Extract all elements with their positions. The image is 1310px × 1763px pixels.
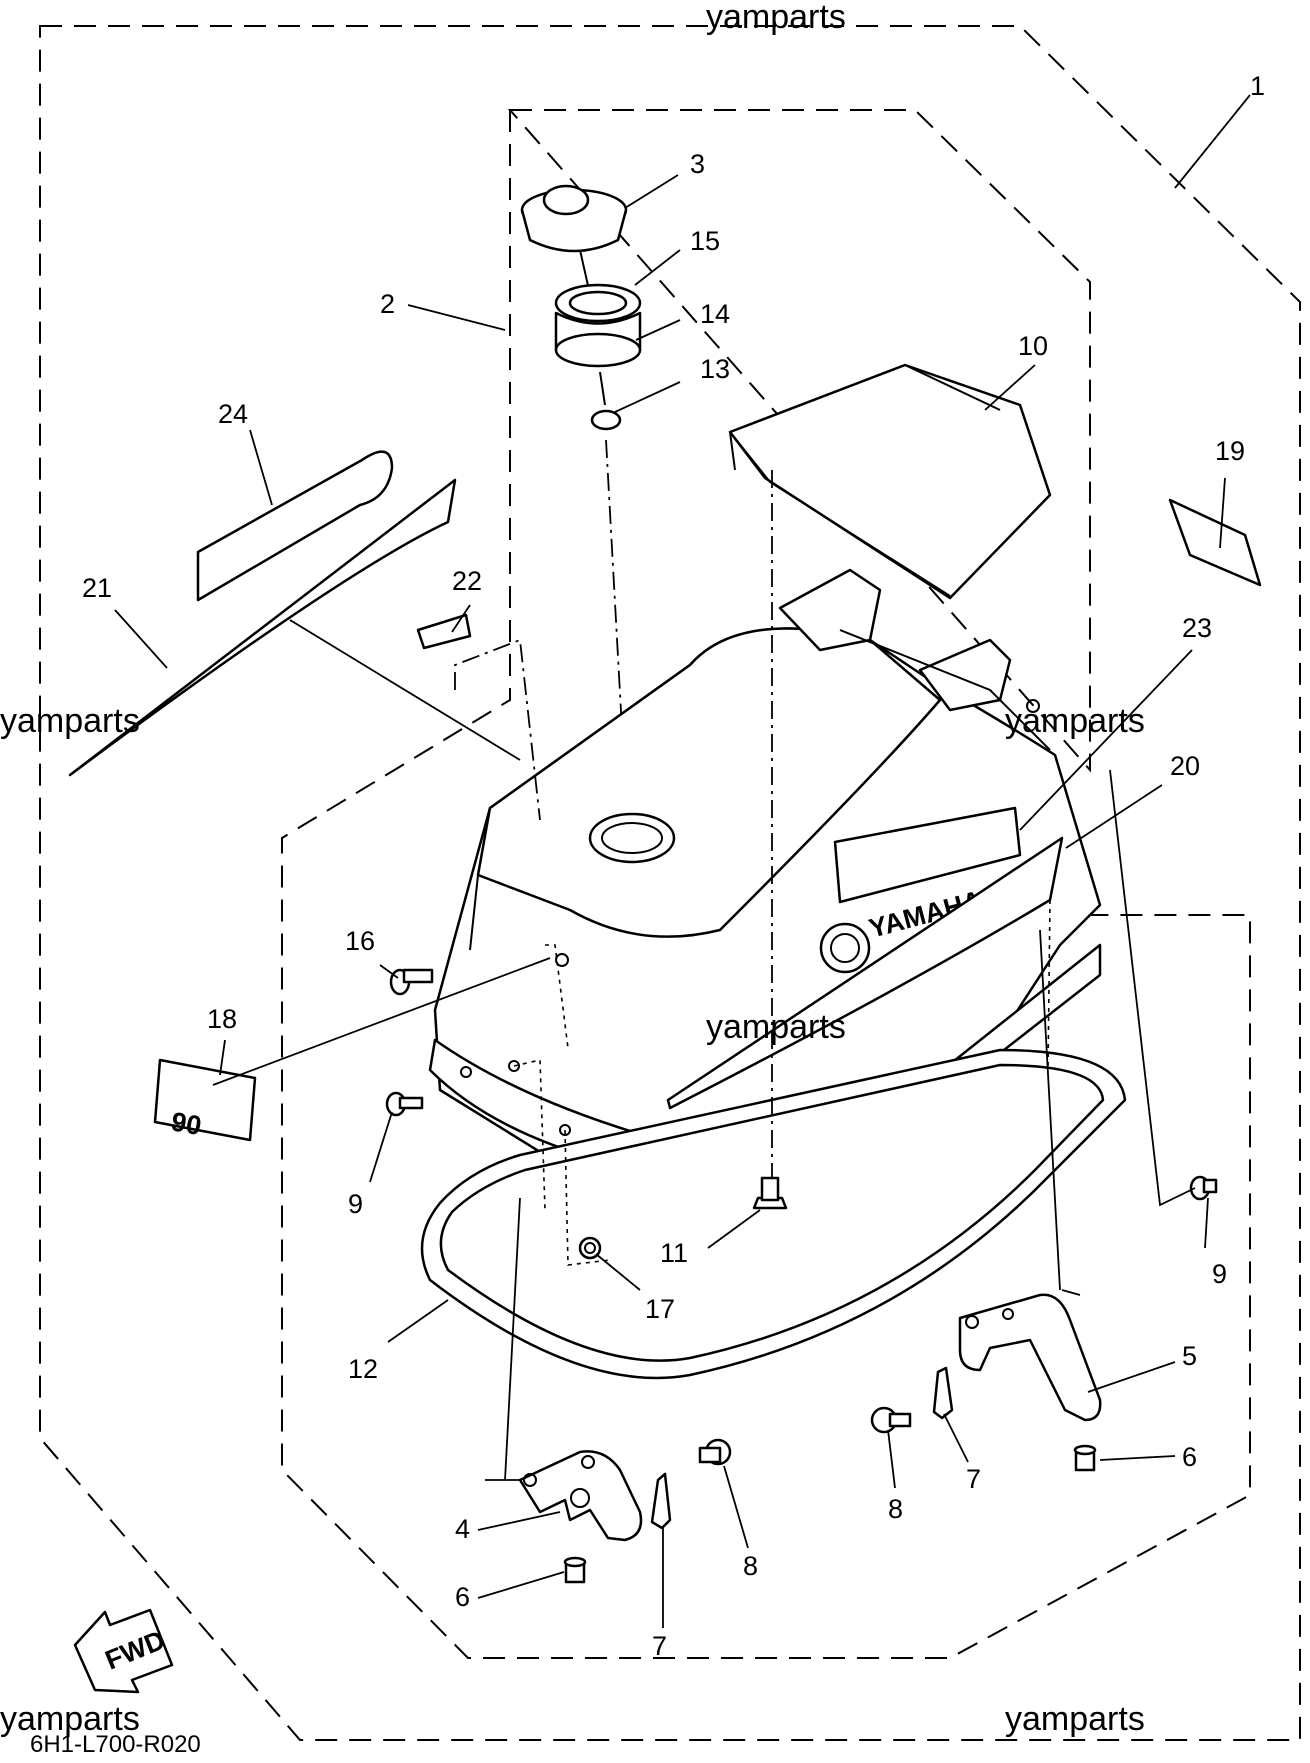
callout-9a: 9 [348,1189,363,1219]
bolt-11 [752,1176,788,1210]
hook-7-left [650,1472,672,1530]
diagram-code: 6H1-L700-R020 [30,1731,201,1758]
callout-7a: 7 [966,1464,981,1494]
callout-13: 13 [700,354,730,384]
callout-7b: 7 [652,1631,667,1661]
hook-7-right [932,1366,954,1420]
callout-9b: 9 [1212,1259,1227,1289]
watermark-center: yamparts [706,1008,846,1046]
grommet-17 [578,1236,602,1260]
callout-19: 19 [1215,436,1245,466]
callout-18: 18 [207,1004,237,1034]
callout-3: 3 [690,149,705,179]
filler-strap [590,371,622,431]
model-emblem-90: 90 [153,1058,257,1142]
forward-direction-arrow: FWD [73,1608,174,1694]
callout-16: 16 [345,926,375,956]
callout-1: 1 [1250,71,1265,101]
callout-17: 17 [645,1294,675,1324]
filler-ring-lower [554,311,642,368]
callout-2: 2 [380,289,395,319]
screw-9-left [385,1091,424,1117]
callout-5: 5 [1182,1341,1197,1371]
watermark-top: yamparts [706,0,846,36]
callout-10: 10 [1018,331,1048,361]
watermark-left: yamparts [0,702,140,740]
bolt-8-left [698,1438,732,1466]
callout-6b: 6 [455,1582,470,1612]
bracket-5 [958,1293,1102,1422]
callout-23: 23 [1182,613,1212,643]
bottom-seal [420,1048,1127,1380]
watermark-bottom-left: yamparts [0,1700,140,1738]
watermark-bottom-right: yamparts [1005,1700,1145,1738]
callout-8a: 8 [888,1494,903,1524]
nut-6-right [1073,1444,1097,1472]
callout-labels: 1 2 3 4 5 6 6 7 7 8 8 9 9 10 11 12 13 14… [82,71,1265,1661]
model-emblem-text: 90 [169,1106,204,1141]
bolt-8-right [870,1406,912,1434]
decal-21-stripe [68,478,457,777]
stripe-decal-20 [666,836,1064,1110]
callout-6a: 6 [1182,1442,1197,1472]
rear-cover [728,363,1052,600]
callout-20: 20 [1170,751,1200,781]
screw-16 [389,968,434,996]
callout-8b: 8 [743,1551,758,1581]
watermarks: yamparts yamparts yamparts yamparts yamp… [0,0,1145,1738]
filler-ring-upper [554,283,642,323]
callout-22: 22 [452,566,482,596]
callout-14: 14 [700,299,730,329]
decal-24 [196,450,394,602]
callout-4: 4 [455,1514,470,1544]
label-19 [1168,498,1262,587]
callout-24: 24 [218,399,248,429]
watermark-right-mid: yamparts [1005,702,1145,740]
oil-filler-cap [520,184,628,253]
callout-15: 15 [690,226,720,256]
callout-11: 11 [660,1238,688,1268]
screw-9-right [1189,1175,1218,1201]
callout-12: 12 [348,1354,378,1384]
callout-21: 21 [82,573,112,603]
bracket-4 [518,1450,643,1542]
label-22 [416,613,472,650]
nut-6-left [563,1556,587,1584]
